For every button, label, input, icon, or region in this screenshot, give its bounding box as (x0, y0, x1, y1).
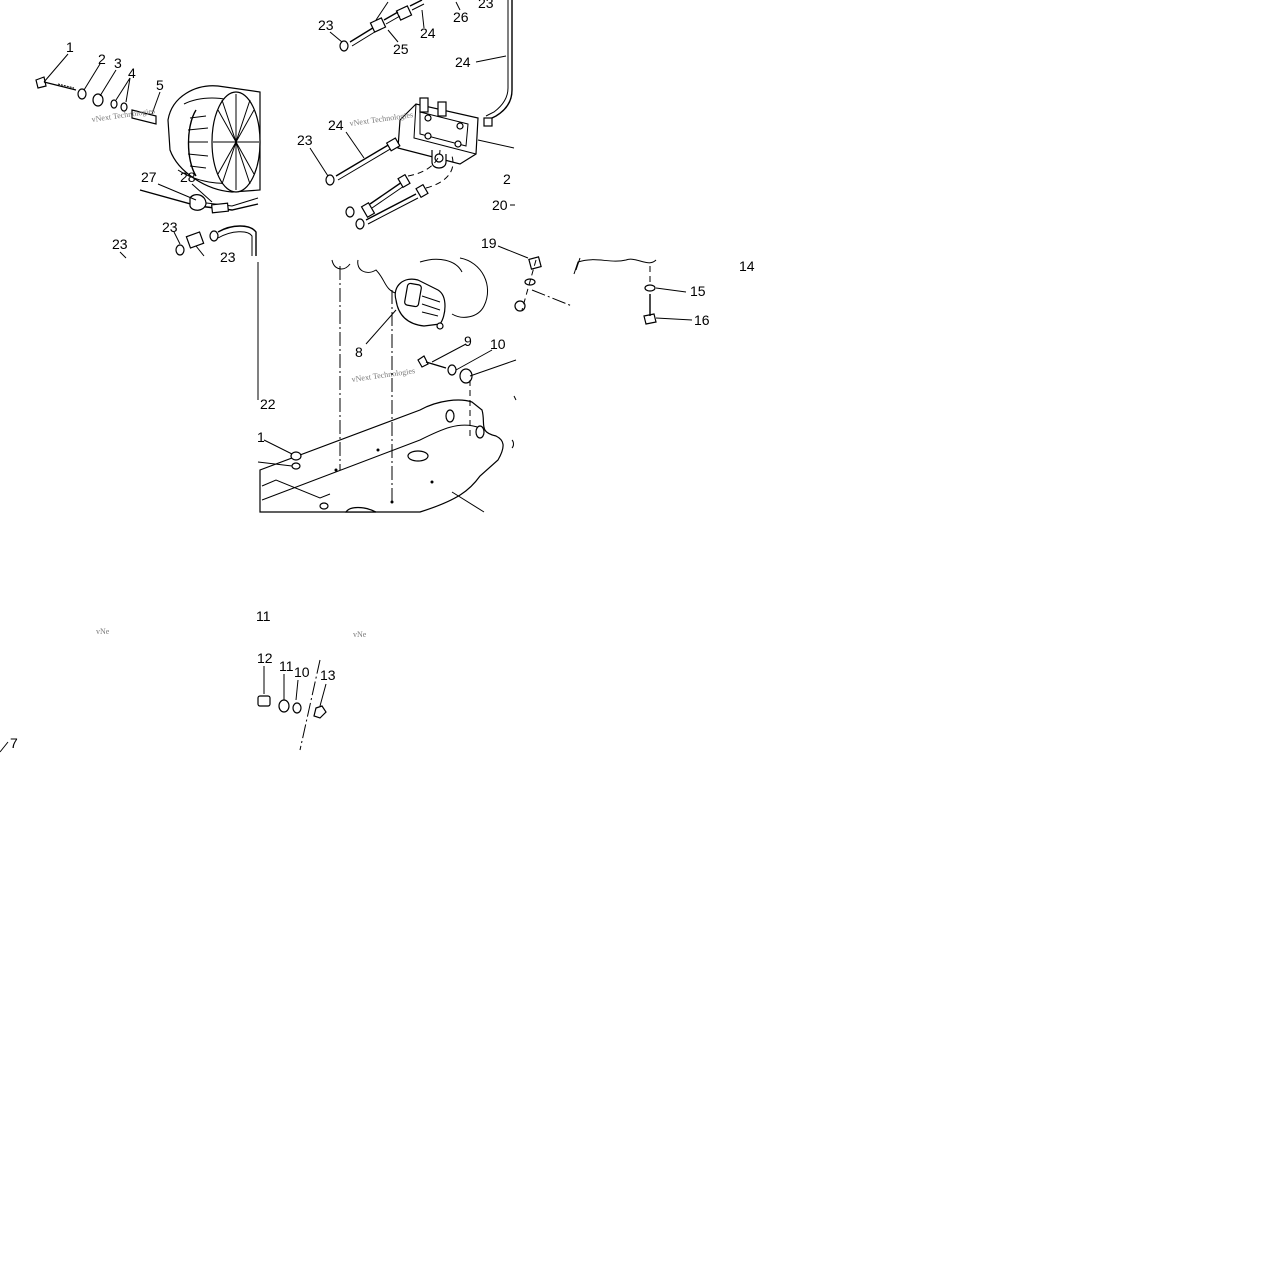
callout-24-b: 24 (455, 54, 471, 70)
callout-23-f: 23 (297, 132, 313, 148)
isolator-part-10 (459, 368, 473, 384)
callout-21: 2 (503, 171, 511, 187)
bolt-part-16 (643, 294, 657, 325)
callout-24-a: 24 (420, 25, 436, 41)
chassis-plate-group: 19 8 9 10 22 1 vNext Technologies (257, 235, 573, 513)
leaders-tile-2 (309, 1, 507, 177)
bolt-part-1 (35, 76, 77, 91)
lower-mount-group: 11 12 11 10 13 7 vNe vNe (0, 608, 367, 753)
callout-9: 9 (464, 333, 472, 349)
carburetor-part-8 (394, 278, 446, 330)
spacer-part-12 (257, 695, 271, 707)
callout-19: 19 (481, 235, 497, 251)
leaders-tile-1 (43, 53, 213, 259)
callout-22: 22 (260, 396, 276, 412)
ring-part-4a (110, 99, 118, 109)
starter-cable-part-28 (139, 189, 259, 214)
washer-part-3 (92, 93, 104, 107)
return-fuel-line (487, 0, 513, 121)
chassis-plate (259, 399, 504, 513)
upper-fuel-line (339, 0, 425, 52)
callout-25: 25 (393, 41, 409, 57)
callout-16: 16 (694, 312, 710, 328)
watermark-3: vNext Technologies (351, 366, 416, 384)
callout-10-a: 10 (490, 336, 506, 352)
starter-housing (167, 85, 261, 193)
pump-fuel-lines (325, 137, 454, 230)
nut-part-13 (313, 705, 327, 719)
callout-10-b: 10 (294, 664, 310, 680)
bracket-group: 14 15 16 (573, 257, 755, 328)
callout-5: 5 (156, 77, 164, 93)
fuel-pump-group: 23 25 24 26 23 24 24 23 2 20 vNext Techn… (297, 0, 515, 230)
callout-20: 20 (492, 197, 508, 213)
watermark-fragment-1: vNe (96, 627, 110, 636)
callout-7: 7 (10, 735, 18, 751)
callout-23-e: 23 (478, 0, 494, 11)
recoil-starter-group: 1 2 3 4 5 27 28 23 23 23 vNext Technolog… (35, 39, 261, 265)
fuel-fitting-group (175, 225, 257, 257)
hardware-part-19 (514, 256, 573, 312)
callout-26: 26 (453, 9, 469, 25)
callout-11-b: 11 (279, 658, 294, 674)
callout-8: 8 (355, 344, 363, 360)
washer-part-2 (77, 88, 87, 100)
bolt-part-9 (417, 355, 447, 369)
ring-part-4b (120, 102, 128, 112)
callout-27: 27 (141, 169, 157, 185)
callout-11-a: 11 (256, 608, 271, 624)
callout-12: 12 (257, 650, 273, 666)
isolator-part-11 (278, 699, 290, 713)
washer-part-10-b (292, 702, 302, 714)
callout-13: 13 (320, 667, 336, 683)
washer-part-10 (447, 364, 457, 376)
callout-3: 3 (114, 55, 122, 71)
callout-23-a: 23 (162, 219, 178, 235)
callout-1: 1 (66, 39, 74, 55)
callout-4: 4 (128, 65, 136, 81)
callout-14: 14 (739, 258, 755, 274)
callout-1-b: 1 (257, 429, 265, 445)
callout-2: 2 (98, 51, 106, 67)
watermark-fragment-2: vNe (353, 630, 367, 639)
callout-24-c: 24 (328, 117, 344, 133)
callout-23-c: 23 (220, 249, 236, 265)
spacer-part-5 (131, 109, 157, 125)
washer-part-15 (644, 284, 656, 292)
callout-23-d: 23 (318, 17, 334, 33)
callout-23-b: 23 (112, 236, 128, 252)
fuel-pump-body (397, 97, 515, 169)
callout-15: 15 (690, 283, 706, 299)
callout-28: 28 (180, 169, 196, 185)
